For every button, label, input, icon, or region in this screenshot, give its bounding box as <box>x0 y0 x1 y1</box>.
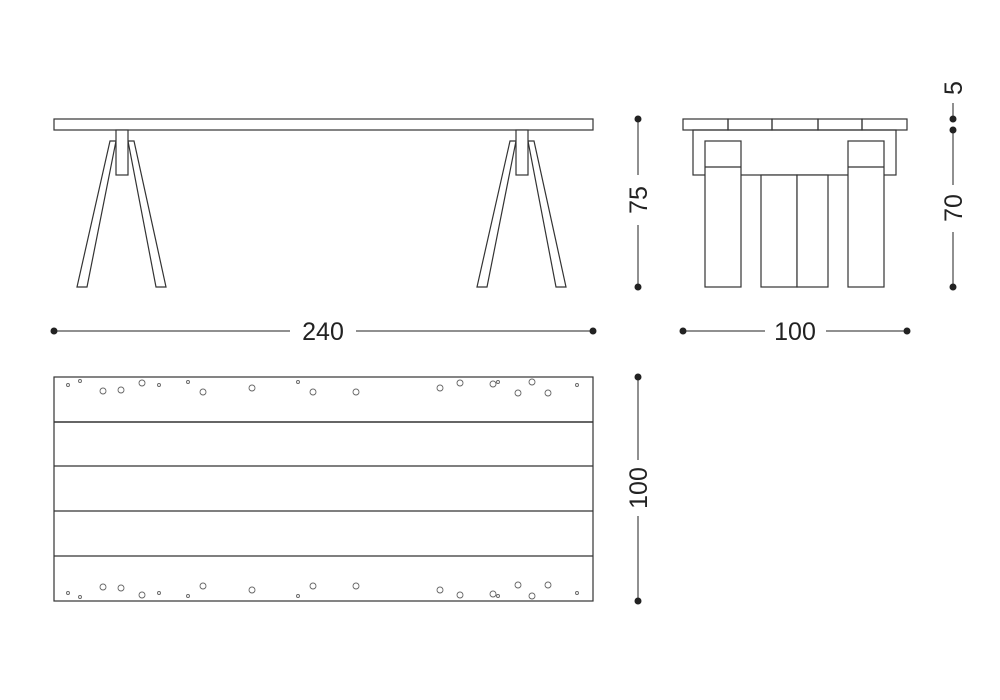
top-thickness-label: 5 <box>940 81 968 95</box>
side-leg <box>704 140 742 288</box>
leg <box>527 140 567 288</box>
post <box>115 129 129 176</box>
knot <box>456 591 464 599</box>
leg <box>76 140 117 288</box>
knot <box>296 380 300 384</box>
side-depth-label: 100 <box>774 318 816 346</box>
knot <box>199 388 207 396</box>
knot <box>352 582 360 590</box>
knot <box>309 582 317 590</box>
knot <box>66 383 70 387</box>
wood-knots <box>66 378 579 600</box>
top-plank <box>771 118 819 131</box>
frame-height-label: 70 <box>940 194 968 222</box>
knot <box>456 379 464 387</box>
center-leg <box>796 174 829 288</box>
length-label: 240 <box>302 318 344 346</box>
knot <box>575 383 579 387</box>
leg <box>127 140 167 288</box>
knot <box>117 386 125 394</box>
dimension-lines <box>50 103 957 605</box>
knot <box>248 384 256 392</box>
center-leg <box>760 174 798 288</box>
knot <box>99 387 107 395</box>
knot <box>296 594 300 598</box>
knot <box>186 380 190 384</box>
knot <box>309 388 317 396</box>
knot <box>138 379 146 387</box>
knot <box>186 594 190 598</box>
knot <box>436 384 444 392</box>
leg <box>476 140 517 288</box>
knot <box>489 380 497 388</box>
knot <box>514 389 522 397</box>
height-label: 75 <box>625 186 653 214</box>
top-outline <box>53 376 594 602</box>
post <box>515 129 529 176</box>
knot <box>514 581 522 589</box>
knot <box>544 389 552 397</box>
side-leg <box>847 140 885 288</box>
knot <box>528 592 536 600</box>
knot <box>528 378 536 386</box>
top-plank <box>817 118 863 131</box>
side-elevation <box>682 118 908 288</box>
knot <box>117 584 125 592</box>
knot <box>496 380 500 384</box>
plan-view <box>53 376 594 602</box>
knot <box>544 581 552 589</box>
front-elevation <box>53 118 594 288</box>
knot <box>157 591 161 595</box>
knot <box>157 383 161 387</box>
top-plank <box>727 118 773 131</box>
knot <box>496 594 500 598</box>
knot <box>138 591 146 599</box>
knot <box>66 591 70 595</box>
knot <box>575 591 579 595</box>
knot <box>78 595 82 599</box>
knot <box>78 379 82 383</box>
knot <box>248 586 256 594</box>
top-plank <box>861 118 908 131</box>
knot <box>436 586 444 594</box>
bench-top <box>53 118 594 131</box>
knot <box>199 582 207 590</box>
knot <box>99 583 107 591</box>
knot <box>489 590 497 598</box>
knot <box>352 388 360 396</box>
plan-depth-label: 100 <box>625 467 653 509</box>
top-plank <box>682 118 729 131</box>
